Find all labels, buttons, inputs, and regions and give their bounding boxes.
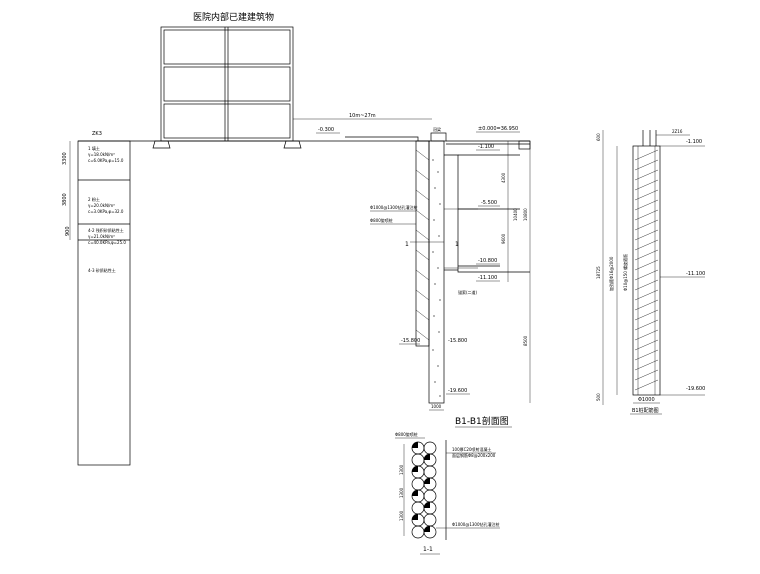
cut-mark-left: 1	[405, 241, 409, 248]
building-title: 医院内部已建建筑物	[193, 11, 274, 23]
level-3: -10.800	[478, 258, 497, 264]
dim-1000: 1000	[431, 404, 442, 409]
plan-spacing-3: 1300	[399, 510, 404, 521]
plan-pile-circles	[411, 441, 437, 539]
dim-8500: 8500	[523, 335, 528, 346]
cut-mark-right: 1	[455, 241, 459, 248]
pile-hoop-label: 加劲箍Φ16@2000	[608, 256, 614, 291]
pile-dim-bottom: 500	[596, 393, 601, 401]
crown-beam-label: 冠梁	[433, 126, 441, 132]
level-4: -11.100	[478, 275, 497, 281]
ground-level-left: -0.300	[318, 127, 334, 133]
plan-spacing-2: 1300	[399, 487, 404, 498]
soil-layer-1-gamma: γ=18.0kN/m³	[88, 152, 115, 157]
section-b1: 冠梁 ±0.000=36.950	[345, 126, 531, 428]
soil-layer-3-params: c=40.0KPa,φ=25.0	[88, 240, 126, 245]
plan-pile-label: Φ1000@1300钻孔灌注桩	[452, 521, 500, 527]
pile-mid-level: -11.100	[686, 271, 705, 277]
level-1: -1.100	[478, 144, 494, 150]
pile-bottom-level: -19.600	[686, 386, 705, 392]
pile-top-level: -1.100	[686, 139, 702, 145]
plan-face-label: 100厚C20喷射混凝土	[452, 446, 492, 452]
soil-layer-2-params: c=3.0KPa,φ=32.0	[88, 209, 124, 214]
soil-layer-1-name: 1 填土	[88, 145, 100, 151]
layer-depth-2: 3800	[62, 193, 68, 206]
pile-detail-title: B1桩配筋图	[632, 407, 659, 414]
level-2: -5.500	[481, 200, 497, 206]
borehole-label: ZK3	[92, 131, 102, 137]
plan-spacing-1: 1300	[399, 464, 404, 475]
pile-total-length: 18725	[596, 266, 601, 279]
borehole-column: ZK3 3300 3800 900 1 填土 γ=18.0kN/m³ c=6.0…	[62, 131, 131, 466]
plan-title: 1-1	[423, 546, 433, 553]
dim-10800: 10800	[523, 208, 528, 221]
soil-layer-2-name: 2 粉土	[88, 196, 100, 202]
soil-layer-1-params: c=6.0KPa,φ=15.0	[88, 158, 124, 163]
bored-pile	[428, 140, 445, 404]
jet-label: Φ800旋喷桩	[370, 217, 393, 223]
soil-layer-3-gamma: γ=21.0kN/m³	[88, 234, 115, 239]
dim-4300: 4300	[501, 172, 506, 183]
section-title: B1-B1剖面图	[455, 415, 509, 427]
dim-10400: 10400	[513, 208, 518, 221]
soil-layer-2-gamma: γ=20.0kN/m³	[88, 203, 115, 208]
soil-layer-3-name: 4-2 残积砂质粘性土	[88, 227, 124, 233]
pile-main-rebar: Φ10@150 螺旋箍筋	[622, 254, 628, 291]
level-5-left: -15.800	[401, 338, 420, 344]
plan-jet-label: Φ800旋喷桩	[395, 431, 418, 437]
pile-label: Φ1000@1300钻孔灌注桩	[370, 204, 418, 210]
distance-label: 10m~27m	[349, 113, 376, 119]
plan-detail: Φ800旋喷桩 100厚C20喷射混凝土 面层钢筋Φ8@200x200 1300…	[395, 431, 500, 555]
top-elevation: ±0.000=36.950	[478, 126, 518, 132]
level-6: -19.600	[448, 388, 467, 394]
pile-dim-top: 600	[596, 133, 601, 141]
layer-depth-3: 900	[65, 226, 71, 236]
pile-detail: 2Z16 -1.100 -11.100 -19.600 600 500 1872…	[596, 129, 705, 415]
soil-layer-4-name: 4-3 砂质粘性土	[88, 267, 116, 273]
anchor-label: 锚索(二道)	[458, 289, 478, 295]
stirrup-label: 2Z16	[672, 129, 683, 134]
dim-9600: 9600	[501, 233, 506, 244]
pile-width-label: Φ1000	[638, 397, 655, 403]
plan-mesh-label: 面层钢筋Φ8@200x200	[452, 452, 496, 458]
layer-depth-1: 3300	[62, 152, 68, 165]
level-5-right: -15.800	[448, 338, 467, 344]
existing-building: 医院内部已建建筑物	[152, 11, 302, 149]
